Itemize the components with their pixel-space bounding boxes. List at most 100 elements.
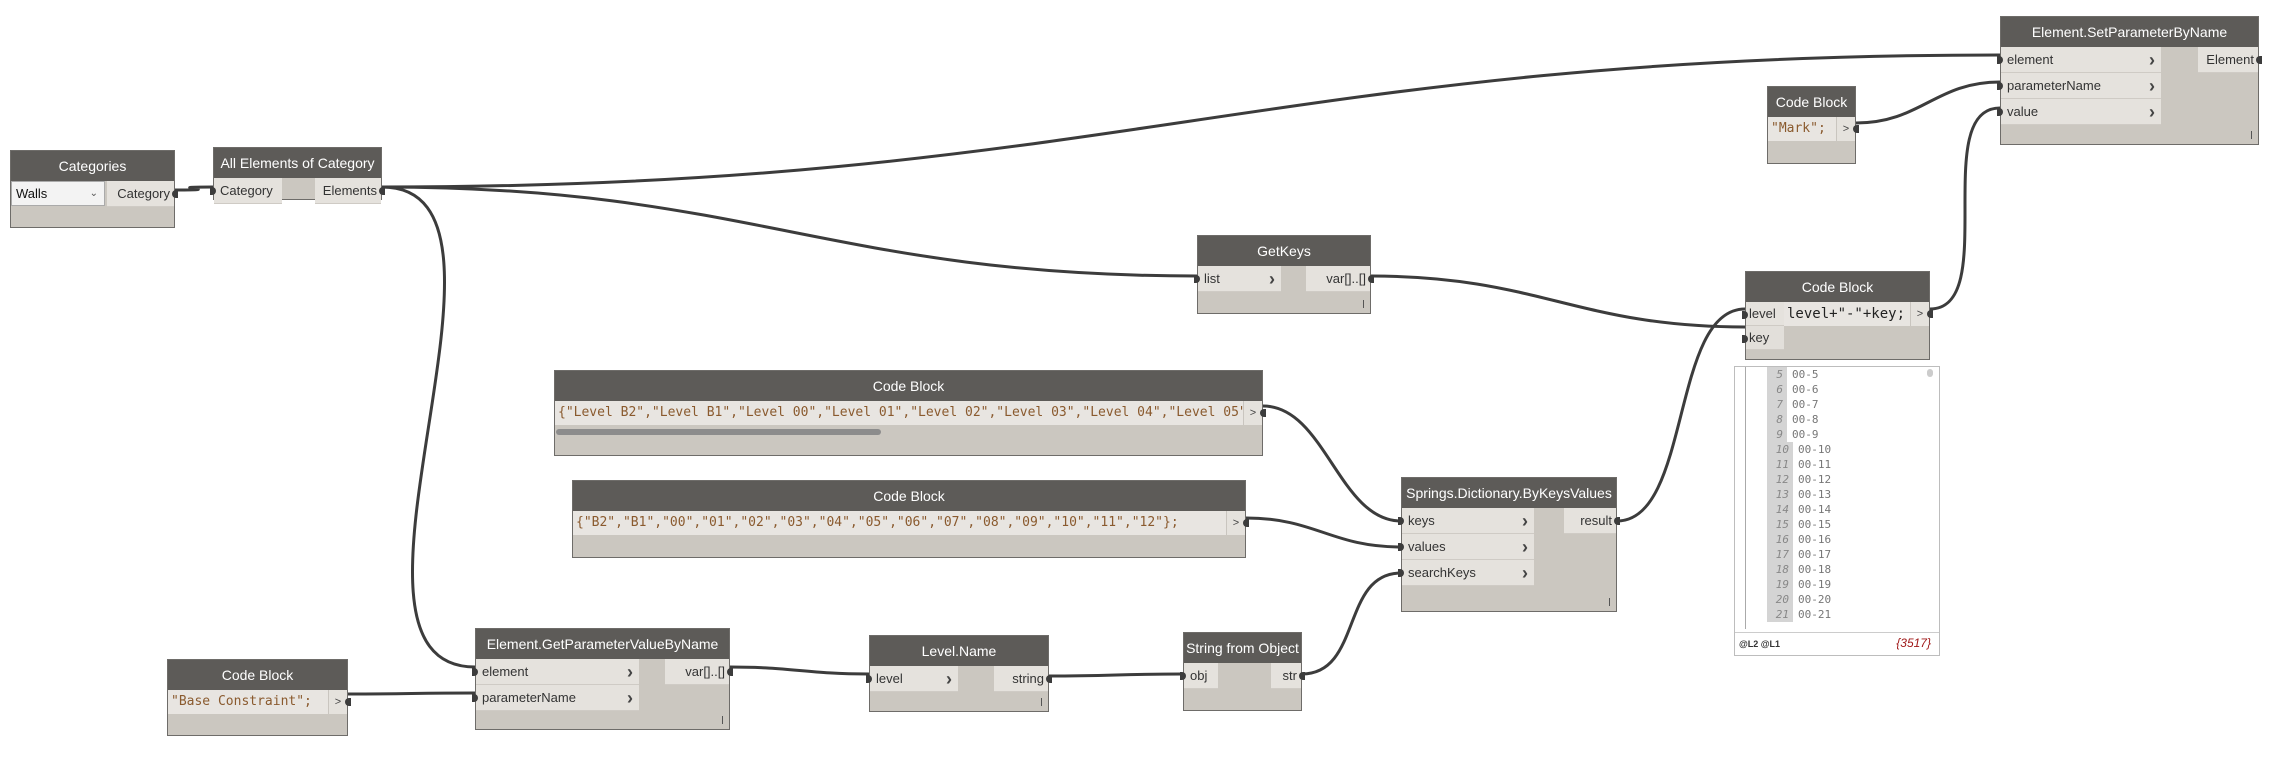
output-port-Element[interactable]: Element (2198, 47, 2262, 73)
input-port-parameterName[interactable]: parameterName› (1997, 73, 2161, 99)
port-connector[interactable] (727, 668, 733, 676)
output-port[interactable]: > (1836, 117, 1859, 141)
node-title[interactable]: Code Block (168, 660, 347, 690)
wire[interactable] (381, 185, 1198, 278)
output-port-var[]..[][interactable]: var[]..[] (665, 659, 733, 685)
port-connector[interactable] (1398, 543, 1404, 551)
node-title[interactable]: Level.Name (870, 636, 1048, 666)
port-connector[interactable] (1243, 519, 1249, 527)
port-connector[interactable] (1853, 125, 1859, 133)
port-connector[interactable] (1614, 517, 1620, 525)
code-editor[interactable]: {"B2","B1","00","01","02","03","04","05"… (573, 511, 1226, 535)
input-port-element[interactable]: element› (1997, 47, 2161, 73)
node-title[interactable]: Element.GetParameterValueByName (476, 629, 729, 659)
wire[interactable] (1262, 404, 1402, 523)
output-port[interactable]: > (1910, 302, 1933, 326)
wire[interactable] (381, 53, 2001, 189)
node-cb-keys[interactable]: Code Block{"B2","B1","00","01","02","03"… (572, 480, 1249, 558)
output-port-str[interactable]: str (1271, 663, 1305, 689)
port-connector[interactable] (866, 675, 872, 683)
wire[interactable] (347, 691, 476, 696)
port-connector[interactable] (1997, 108, 2003, 116)
input-port-value[interactable]: value› (1997, 99, 2161, 125)
output-port[interactable]: > (1226, 511, 1249, 535)
output-port[interactable]: > (1243, 401, 1266, 425)
node-title[interactable]: GetKeys (1198, 236, 1370, 266)
node-title[interactable]: Categories (11, 151, 174, 181)
node-title[interactable]: Code Block (555, 371, 1262, 401)
port-connector[interactable] (345, 698, 351, 706)
port-connector[interactable] (379, 187, 385, 195)
port-connector[interactable] (1742, 311, 1748, 319)
wire[interactable] (1616, 307, 1746, 523)
port-connector[interactable] (472, 694, 478, 702)
port-connector[interactable] (1299, 672, 1305, 680)
wire[interactable] (1048, 672, 1184, 678)
port-connector[interactable] (1046, 675, 1052, 683)
node-title[interactable]: Springs.Dictionary.ByKeysValues (1402, 478, 1616, 508)
output-port[interactable]: > (328, 690, 351, 714)
node-title[interactable]: All Elements of Category (214, 148, 381, 178)
output-port-result[interactable]: result (1564, 508, 1620, 534)
input-port-parameterName[interactable]: parameterName› (472, 685, 639, 711)
node-title[interactable]: Code Block (1746, 272, 1929, 302)
wire[interactable] (1301, 571, 1402, 676)
output-port-Category[interactable]: Category (107, 181, 178, 207)
input-port-obj[interactable]: obj (1180, 663, 1218, 689)
input-port-level[interactable]: level› (866, 666, 958, 692)
code-editor[interactable]: "Base Constraint"; (168, 690, 328, 714)
port-connector[interactable] (1260, 409, 1266, 417)
wire[interactable] (381, 185, 476, 669)
port-connector[interactable] (1398, 569, 1404, 577)
input-port-values[interactable]: values› (1398, 534, 1534, 560)
port-connector[interactable] (1368, 275, 1374, 283)
port-connector[interactable] (1194, 275, 1200, 283)
port-connector[interactable] (2256, 56, 2262, 64)
output-port-Elements[interactable]: Elements (315, 178, 385, 204)
node-title[interactable]: Code Block (1768, 87, 1855, 117)
input-port-level[interactable]: level (1742, 302, 1784, 326)
node-cb-base[interactable]: Code Block"Base Constraint";> (167, 659, 351, 736)
wire[interactable] (729, 665, 870, 676)
input-port-element[interactable]: element› (472, 659, 639, 685)
code-scrollbar[interactable] (556, 429, 881, 435)
code-editor[interactable]: "Mark"; (1768, 117, 1836, 141)
watch-scrollbar[interactable] (1927, 369, 1933, 377)
code-editor[interactable]: {"Level B2","Level B1","Level 00","Level… (555, 401, 1243, 425)
wire[interactable] (1929, 106, 2001, 311)
node-title[interactable]: Code Block (573, 481, 1245, 511)
port-connector[interactable] (1180, 672, 1186, 680)
node-cb-levels[interactable]: Code Block{"Level B2","Level B1","Level … (554, 370, 1266, 456)
node-title[interactable]: Element.SetParameterByName (2001, 17, 2258, 47)
output-port-var[]..[][interactable]: var[]..[] (1306, 266, 1374, 292)
wire[interactable] (1370, 274, 1746, 329)
code-editor[interactable]: level+"-"+key; (1784, 302, 1910, 326)
port-connector[interactable] (1997, 56, 2003, 64)
input-port-Category[interactable]: Category (210, 178, 282, 204)
input-port-searchKeys[interactable]: searchKeys› (1398, 560, 1534, 586)
input-port-key[interactable]: key (1742, 326, 1784, 350)
node-cb-mark[interactable]: Code Block"Mark";> (1767, 86, 1859, 164)
wire[interactable] (174, 185, 214, 192)
port-connector[interactable] (172, 190, 178, 198)
port-connector[interactable] (1927, 310, 1933, 318)
port-connector[interactable] (1398, 517, 1404, 525)
node-title[interactable]: String from Object (1184, 633, 1301, 663)
category-dropdown[interactable]: Walls⌄ (11, 181, 105, 206)
port-connector[interactable] (1997, 82, 2003, 90)
output-port-string[interactable]: string (994, 666, 1052, 692)
input-port-list[interactable]: list› (1194, 266, 1281, 292)
port-connector[interactable] (1742, 335, 1748, 343)
port-connector[interactable] (210, 187, 216, 195)
input-port-keys[interactable]: keys› (1398, 508, 1534, 534)
